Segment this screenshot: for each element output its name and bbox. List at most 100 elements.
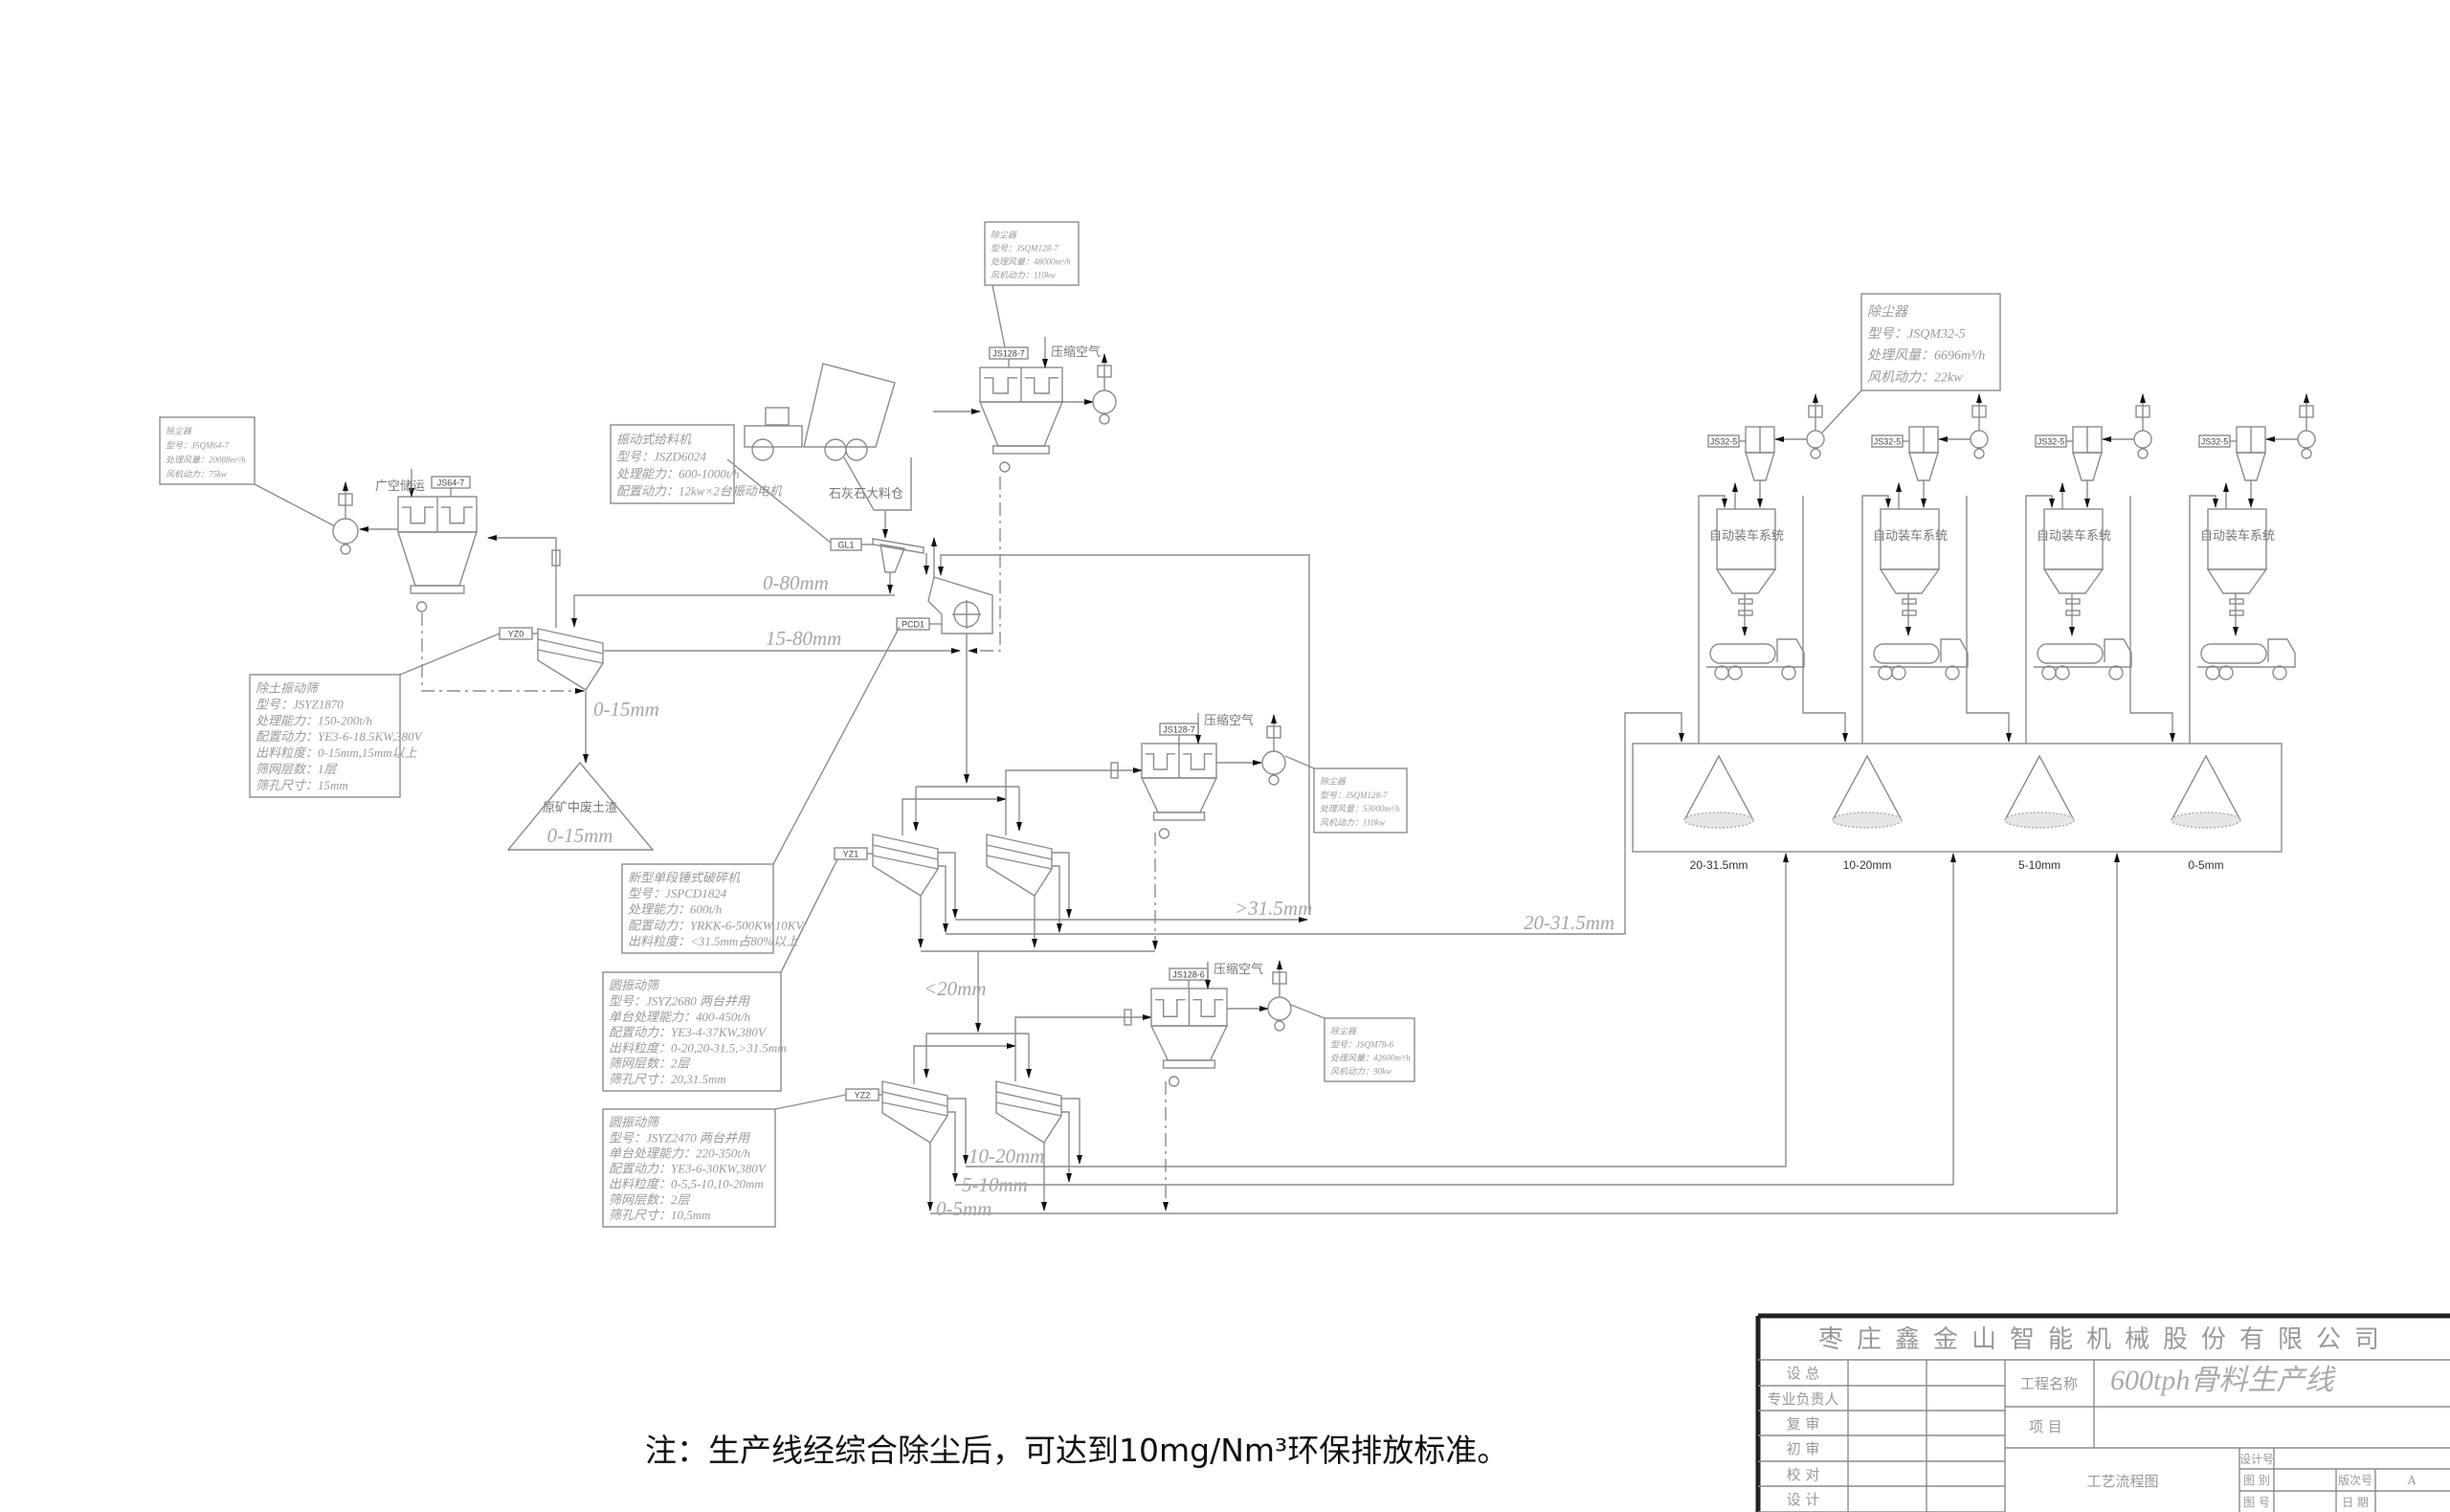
flow-line-10-20: [966, 853, 1789, 1167]
valve-icon: [1110, 762, 1119, 779]
circular-screen-1a: [872, 834, 939, 897]
flow-line: [1052, 852, 1072, 919]
motor-icon: [1810, 448, 1821, 459]
loader-dust-hopper: [1908, 452, 1939, 481]
valve-icon: [1902, 610, 1917, 616]
valve-icon: [1902, 598, 1917, 605]
motor-icon: [2137, 448, 2149, 459]
info-box-line: 出料粒度：0-15mm,15mm以上: [256, 745, 418, 760]
baghouse-low: [1149, 980, 1229, 1087]
motor-icon: [340, 544, 351, 555]
bin-label: 20-31.5mm: [1690, 858, 1748, 872]
truck-tank: [1709, 643, 1776, 664]
leader-line: [1290, 1004, 1325, 1019]
loading-system-label: 自动装车系统: [2037, 528, 2111, 544]
info-box-line: 出料粒度：0-20,20-31.5,>31.5mm: [609, 1040, 787, 1055]
flow-line: [1052, 865, 1062, 933]
vibrating-screen-body: [881, 1080, 948, 1144]
flow-line: [938, 852, 958, 919]
equipment-tag-label: JS128-7: [992, 349, 1025, 359]
info-box-line: 处理风量：42600m³/h: [1330, 1054, 1411, 1063]
motor-icon: [1274, 1020, 1285, 1032]
info-box-scalper: 除土振动筛型号：JSYZ1870处理能力：150-200t/h配置动力：YE3-…: [249, 674, 424, 798]
scalping-screen: [537, 628, 604, 691]
loader-dust-tag: JS32-5: [1871, 434, 1904, 448]
leader-line: [726, 458, 832, 544]
fan: [2133, 393, 2152, 459]
truck-wheel: [2055, 665, 2070, 680]
loader-dust-tag: JS32-5: [2035, 434, 2067, 448]
screen-deck: [872, 844, 939, 860]
item-label: 项 目: [2029, 1418, 2062, 1435]
info-box-line: 配置动力：YE3-4-37KW,380V: [609, 1025, 768, 1039]
stockpile-cone: [2004, 754, 2075, 821]
flow-label-under-20mm: <20mm: [924, 977, 987, 1000]
filter-bag-icon: [402, 506, 434, 524]
truck-cab: [1870, 638, 1969, 668]
motor-icon: [2301, 448, 2312, 459]
emission-note: 注：生产线经综合除尘后，可达到10mg/Nm³环保排放标准。: [645, 1432, 1508, 1469]
fan-icon: [1261, 750, 1286, 775]
equipment-tag-label: YZ2: [855, 1091, 871, 1101]
info-box-feeder: 振动式给料机型号：JSZD6024处理能力：600-1000t/h配置动力：12…: [610, 424, 783, 504]
fan-icon: [1970, 430, 1989, 449]
bin-to-silo-line: [1861, 495, 1891, 744]
vibrating-screen-body: [995, 1080, 1062, 1144]
equipment-tag-box: [2198, 434, 2231, 448]
crusher-body: [927, 576, 993, 634]
compressed-air-label: 压缩空气: [1051, 345, 1101, 360]
info-box-line: 除尘器: [166, 426, 192, 435]
info-box-line: 型号：JSYZ2470 两台并用: [609, 1130, 751, 1145]
info-box-line: 筛孔尺寸：20,31.5mm: [609, 1072, 726, 1086]
flow-label-0-15mm: 0-15mm: [593, 698, 659, 721]
leader-line: [780, 858, 838, 973]
info-box-line: 处理风量：20088m³/h: [166, 455, 246, 464]
version-value: A: [2407, 1474, 2417, 1487]
tanker-truck-icon: [2034, 638, 2132, 680]
flow-line-0-5: [930, 853, 2120, 1214]
info-box-line: 配置动力：YE3-6-30KW,380V: [609, 1162, 768, 1176]
dust-return-line: [421, 612, 585, 694]
info-box-line: 型号：JSQM78-6: [1330, 1040, 1393, 1050]
hopper-outline: [843, 456, 912, 511]
loading-system-label: 自动装车系统: [2200, 528, 2275, 544]
screen-deck: [881, 1101, 948, 1117]
project-name-label: 工程名称: [2020, 1375, 2078, 1392]
silencer-icon: [1971, 405, 1987, 418]
flow-label-0-5mm: 0-5mm: [936, 1197, 991, 1220]
circular-screen-2b: [995, 1080, 1062, 1144]
stockpile-base: [1832, 812, 1903, 829]
stockpile-3: 0-5mm: [2171, 754, 2241, 872]
auto-loading-unit: 自动装车系统: [1698, 426, 1807, 744]
info-box-line: 处理风量：53000m³/h: [1320, 804, 1400, 813]
info-box-line: 除土振动筛: [256, 681, 320, 696]
truck-wheel: [1781, 665, 1796, 680]
compressed-air-label: 压缩空气: [1204, 713, 1254, 728]
flow-label-10-20mm: 10-20mm: [969, 1145, 1044, 1167]
filter-bag-icon: [441, 506, 473, 524]
leader-line: [772, 626, 901, 865]
leader-line: [1821, 389, 1862, 434]
version-label: 版次号: [2338, 1474, 2372, 1487]
valve-icon: [1124, 1009, 1132, 1026]
silo-hopper: [2206, 568, 2268, 594]
truck-wheel: [2272, 665, 2287, 680]
info-box-line: 型号：JSQM32-5: [1867, 326, 1966, 342]
title-role-label: 设 计: [1787, 1491, 1820, 1508]
circular-screen-1b: [986, 834, 1053, 897]
feeder-tag: GL1: [830, 538, 862, 551]
tanker-truck-icon: [2197, 638, 2296, 680]
equipment-tag-label: JS32-5: [2201, 437, 2229, 447]
flow-label-0-80mm: 0-80mm: [763, 571, 829, 594]
stockpile-base: [1683, 812, 1754, 829]
truck-wheel: [1891, 665, 1906, 680]
silencer-icon: [1272, 971, 1287, 985]
equipment-tag-box: [431, 476, 471, 489]
circular-screen-2a: [881, 1080, 948, 1144]
silencer-icon: [2135, 405, 2150, 418]
